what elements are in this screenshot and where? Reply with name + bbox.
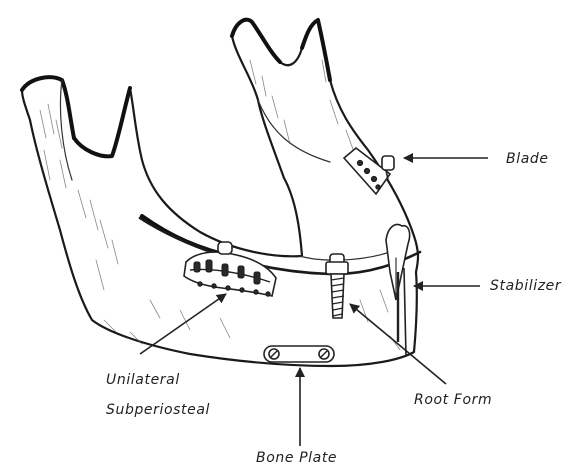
label-bone-plate: Bone Plate	[256, 450, 337, 466]
label-root-form: Root Form	[414, 392, 492, 408]
mandible-bone	[22, 20, 420, 366]
label-blade: Blade	[506, 151, 549, 167]
label-unilateral: Unilateral	[106, 372, 180, 388]
bone-plate-implant	[264, 346, 334, 362]
label-subperiosteal: Subperiosteal	[106, 402, 210, 418]
label-stabilizer: Stabilizer	[490, 278, 562, 294]
